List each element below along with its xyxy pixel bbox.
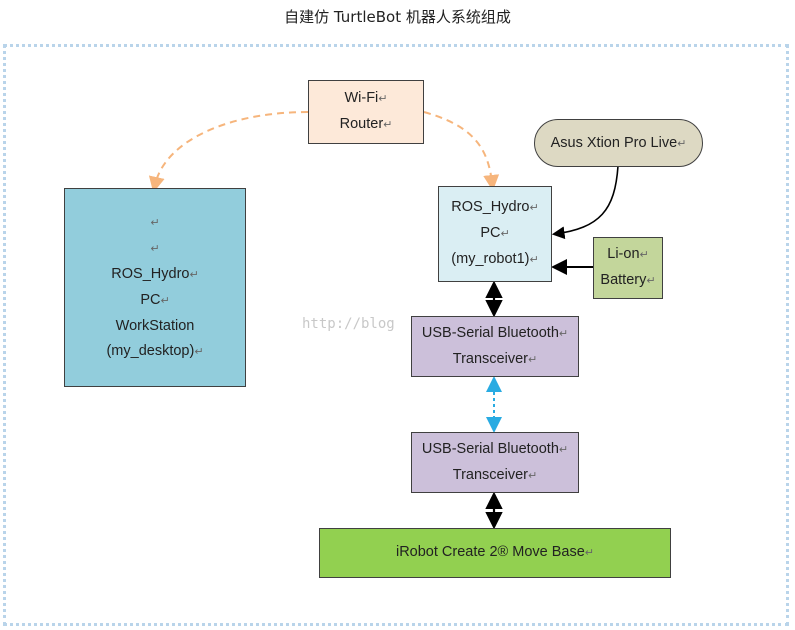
robot-pc-line-host: (my_robot1)	[451, 251, 530, 267]
watermark-text: http://blog	[302, 316, 395, 332]
bluetooth-transceiver-lower: USB-Serial Bluetooth↵ Transceiver↵	[411, 432, 579, 493]
workstation-line-role: WorkStation	[115, 318, 195, 334]
bt-upper-line-1: USB-Serial Bluetooth	[421, 324, 559, 341]
bt-lower-line-1: USB-Serial Bluetooth	[421, 440, 559, 457]
battery-node: Li-on↵ Battery↵	[593, 237, 663, 299]
wifi-link-desktop	[148, 111, 309, 193]
wifi-link-robot	[423, 111, 500, 191]
diagram-title: 自建仿 TurtleBot 机器人系统组成	[284, 8, 511, 26]
wifi-router-node: Wi-Fi↵ Router↵	[308, 80, 424, 144]
move-base-node: iRobot Create 2® Move Base↵	[319, 528, 671, 578]
robot-pc-node: ROS_Hydro↵ PC↵ (my_robot1)↵	[438, 186, 552, 282]
diagram-frame	[3, 44, 789, 626]
xtion-link	[551, 165, 619, 240]
workstation-line-host: (my_desktop)	[106, 343, 195, 359]
battery-line-2: Battery	[600, 272, 647, 288]
xtion-label: Asus Xtion Pro Live	[550, 135, 678, 151]
bt-upper-line-2: Transceiver	[452, 350, 528, 367]
robot-pc-line-pc: PC	[480, 225, 501, 241]
router-line-2: Router	[339, 116, 384, 132]
bluetooth-transceiver-upper: USB-Serial Bluetooth↵ Transceiver↵	[411, 316, 579, 377]
xtion-sensor-node: Asus Xtion Pro Live↵	[534, 119, 703, 167]
bt-lower-line-2: Transceiver	[452, 466, 528, 483]
battery-line-1: Li-on	[607, 246, 640, 262]
robot-pc-line-os: ROS_Hydro	[451, 199, 530, 215]
workstation-line-os: ROS_Hydro	[111, 266, 190, 282]
workstation-node: ↵ ↵ ROS_Hydro↵ PC↵ WorkStation (my_deskt…	[64, 188, 246, 387]
router-line-1: Wi-Fi	[344, 90, 379, 106]
workstation-line-pc: PC	[140, 292, 161, 308]
move-base-label: iRobot Create 2® Move Base	[395, 544, 585, 560]
